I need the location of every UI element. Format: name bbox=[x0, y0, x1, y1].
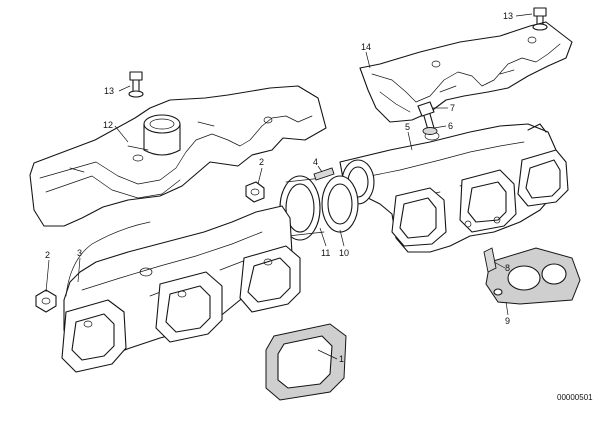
heat-shield-left bbox=[29, 85, 327, 227]
nut-2-upper bbox=[245, 181, 265, 203]
callout-6: 6 bbox=[448, 121, 453, 131]
ring-gaskets-10-11 bbox=[279, 175, 359, 241]
stud-4 bbox=[313, 167, 335, 181]
callout-12: 12 bbox=[103, 120, 113, 130]
exhaust-manifold-left bbox=[61, 205, 301, 373]
callout-11: 11 bbox=[321, 248, 330, 258]
heat-shield-right bbox=[359, 21, 573, 123]
callout-8: 8 bbox=[505, 263, 510, 273]
callout-9: 9 bbox=[505, 316, 510, 326]
callout-2-lower: 2 bbox=[45, 250, 50, 260]
exhaust-manifold-right bbox=[339, 123, 569, 253]
gasket-9 bbox=[485, 247, 581, 305]
gasket-1 bbox=[265, 323, 347, 401]
callout-7: 7 bbox=[450, 103, 455, 113]
callout-4: 4 bbox=[313, 157, 318, 167]
leader-lines bbox=[45, 13, 533, 360]
callout-labels: 1 2 2 3 4 5 6 7 8 9 10 11 12 13 13 14 bbox=[45, 11, 513, 364]
bolt-13-left bbox=[128, 71, 144, 98]
callout-5: 5 bbox=[405, 122, 410, 132]
bolt-7-washer-6 bbox=[417, 101, 438, 135]
nut-2-lower bbox=[35, 289, 57, 313]
callout-1: 1 bbox=[339, 354, 344, 364]
stud-8 bbox=[483, 247, 497, 273]
callout-13-left: 13 bbox=[104, 86, 114, 96]
bolt-13-right bbox=[532, 7, 548, 31]
callout-3: 3 bbox=[77, 248, 82, 258]
callout-13-right: 13 bbox=[503, 11, 513, 21]
callout-14: 14 bbox=[361, 42, 371, 52]
document-number: 00000501 bbox=[557, 393, 593, 402]
callout-10: 10 bbox=[339, 248, 349, 258]
callout-2-upper: 2 bbox=[259, 157, 264, 167]
